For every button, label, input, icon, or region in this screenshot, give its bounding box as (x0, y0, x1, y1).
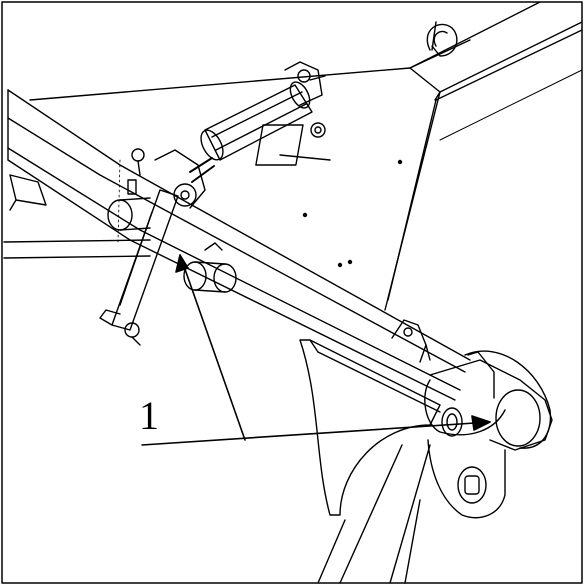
lever-arm (99, 189, 179, 346)
hydraulic-cylinder (189, 75, 326, 183)
beam-bosses (107, 197, 237, 293)
callout-leaders (141, 254, 491, 446)
end-fitting (424, 350, 553, 519)
left-bracket (9, 174, 47, 211)
plate-holes (302, 159, 403, 268)
left-leader-lines (3, 239, 151, 259)
lifting-hook (426, 21, 458, 57)
main-beam (7, 89, 471, 401)
wing-plate (299, 339, 441, 516)
front-pivot (127, 148, 206, 209)
cylinder-rear-mount (255, 61, 331, 166)
callout-label-1: 1 (139, 393, 159, 438)
beam-right-bracket (391, 319, 431, 363)
deck-plate (29, 39, 471, 311)
lower-leg (317, 444, 431, 584)
rear-beam (409, 1, 583, 141)
